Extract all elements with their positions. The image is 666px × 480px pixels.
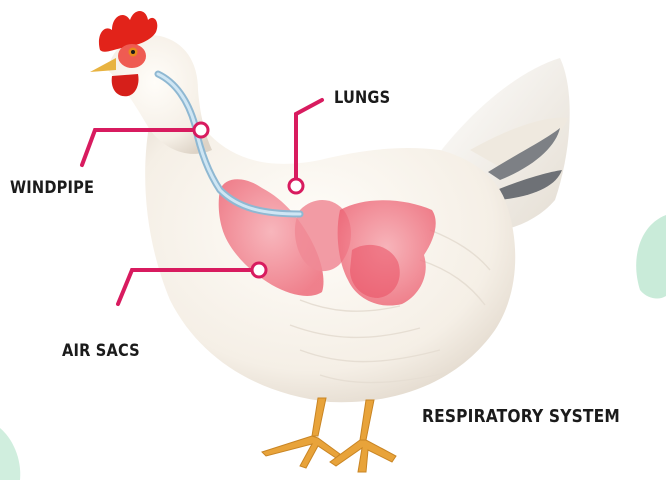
marker-windpipe xyxy=(194,123,208,137)
pupil xyxy=(131,50,135,54)
background-leaf-left xyxy=(0,428,20,480)
label-respiratory-system: RESPIRATORY SYSTEM xyxy=(422,406,620,427)
legs xyxy=(262,398,396,472)
label-lungs: LUNGS xyxy=(334,88,390,108)
background-leaf-right xyxy=(636,215,666,298)
marker-air-sacs xyxy=(252,263,266,277)
label-windpipe: WINDPIPE xyxy=(10,178,94,198)
marker-lungs xyxy=(289,179,303,193)
label-air-sacs: AIR SACS xyxy=(62,341,140,361)
